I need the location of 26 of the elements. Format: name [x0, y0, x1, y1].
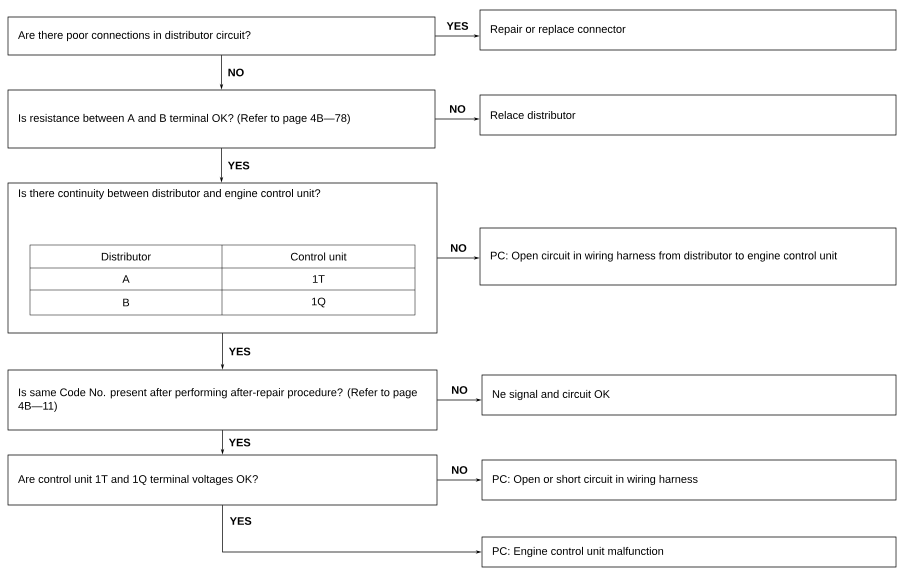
edge-label: NO [226, 68, 246, 78]
table-cell: A [122, 275, 130, 283]
edge-label: NO [448, 104, 467, 114]
process-box: Is same Code No. present after performing after-repair procedure? (Refer to page 4B—11) [8, 370, 438, 430]
edge-label: NO [450, 385, 469, 395]
table-cell: B [123, 298, 130, 306]
edge-label: YES [226, 160, 251, 170]
process-box: PC: Engine control unit malfunction [482, 536, 896, 568]
edge-label: YES [228, 346, 252, 356]
edge-label: NO [449, 243, 468, 253]
table-cell: Control unit [290, 252, 347, 261]
process-box: Are there poor connections in distributor circuit? [8, 16, 436, 56]
process-box: Ne signal and circuit OK [482, 374, 896, 416]
process-box: PC: Open or short circuit in wiring harness [482, 460, 896, 500]
edge-label: YES [228, 438, 252, 448]
table-cell: 1Q [312, 298, 326, 308]
process-box: PC: Open circuit in wiring harness from distributor to engine control unit [480, 228, 896, 286]
edge-label: YES [228, 516, 253, 526]
table-cell: 1T [312, 275, 325, 283]
table-cell: Distributor [102, 252, 151, 261]
edge-label: YES [446, 21, 470, 31]
process-box: Repair or replace connector [480, 10, 896, 50]
process-box: Is resistance between A and B terminal OK? (Refer to page 4B—78) [8, 90, 436, 148]
process-box: Are control unit 1T and 1Q terminal voltages OK? [8, 454, 438, 506]
process-box: Relace distributor [480, 94, 896, 136]
edge-label: NO [450, 465, 469, 475]
